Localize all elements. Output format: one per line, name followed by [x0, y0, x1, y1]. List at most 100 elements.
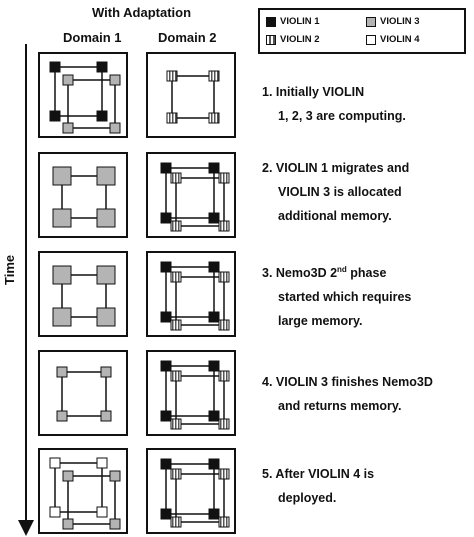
violin-node [218, 418, 230, 430]
violin-node [62, 518, 74, 530]
violin-node [160, 360, 172, 372]
violin-node [170, 220, 182, 232]
violin-node [96, 457, 108, 469]
violin-node [170, 172, 182, 184]
violin-node [170, 516, 182, 528]
violin-node [218, 468, 230, 480]
step-line: large memory. [278, 314, 363, 329]
violin-node [160, 508, 172, 520]
violin-node [100, 410, 112, 422]
violin-node [56, 366, 68, 378]
legend: VIOLIN 1 VIOLIN 3 VIOLIN 2 VIOLIN 4 [258, 8, 466, 54]
violin-node [208, 360, 220, 372]
legend-label: VIOLIN 3 [380, 16, 420, 27]
violin-node [96, 208, 116, 228]
violin-node [109, 74, 121, 86]
violin-node [160, 458, 172, 470]
panel-row1-domain1 [38, 52, 128, 138]
violin-node [62, 74, 74, 86]
step-line: and returns memory. [278, 399, 402, 413]
violin-node [208, 70, 220, 82]
step-line: 3. Nemo3D 2nd phase [262, 265, 387, 281]
violin-striped [170, 271, 230, 331]
legend-label: VIOLIN 4 [380, 34, 420, 45]
step-line: 4. VIOLIN 3 finishes Nemo3D [262, 375, 433, 389]
step-line: 1. Initially VIOLIN [262, 85, 365, 99]
legend-label: VIOLIN 1 [280, 16, 320, 27]
violin-node [96, 61, 108, 73]
legend-item-violin2: VIOLIN 2 [266, 34, 320, 45]
violin-black [160, 458, 220, 520]
violin-node [170, 418, 182, 430]
panel-row4-domain1 [38, 350, 128, 436]
violin-node [208, 261, 220, 273]
violin-node [52, 208, 72, 228]
violin-node [160, 311, 172, 323]
violin-node [52, 307, 72, 327]
violin-gray-large [52, 166, 116, 228]
step-line: 1, 2, 3 are computing. [278, 109, 406, 123]
violin-node [49, 457, 61, 469]
violin-node [218, 516, 230, 528]
step-5: 5. After VIOLIN 4 is deployed. [262, 462, 374, 510]
striped-square-icon [266, 34, 276, 45]
violin-node [52, 265, 72, 285]
violin-node [218, 271, 230, 283]
violin-node [96, 166, 116, 186]
panel-row2-domain1 [38, 152, 128, 238]
violin-node [160, 410, 172, 422]
step-4: 4. VIOLIN 3 finishes Nemo3D and returns … [262, 370, 433, 418]
violin-striped [166, 70, 220, 124]
violin-node [160, 162, 172, 174]
violin-node [208, 112, 220, 124]
violin-node [218, 172, 230, 184]
violin-node [49, 506, 61, 518]
violin-gray [62, 74, 121, 134]
panel-row4-domain2 [146, 350, 236, 436]
violin-black [160, 261, 220, 323]
violin-node [109, 518, 121, 530]
violin-node [62, 470, 74, 482]
time-arrow-icon [18, 44, 34, 536]
violin-node [160, 212, 172, 224]
step-line: VIOLIN 3 is allocated [278, 185, 402, 199]
violin-node [49, 110, 61, 122]
violin-white [49, 457, 108, 518]
violin-node [109, 122, 121, 134]
violin-node [96, 307, 116, 327]
step-line: deployed. [278, 491, 337, 505]
step-3: 3. Nemo3D 2nd phase started which requir… [262, 258, 411, 333]
panel-row2-domain2 [146, 152, 236, 238]
violin-node [52, 166, 72, 186]
header-title: With Adaptation [92, 5, 192, 20]
step-2: 2. VIOLIN 1 migrates and VIOLIN 3 is all… [262, 156, 409, 228]
violin-node [208, 311, 220, 323]
violin-black [160, 162, 220, 224]
violin-node [208, 508, 220, 520]
panel-row5-domain1 [38, 448, 128, 534]
violin-node [208, 212, 220, 224]
step-line: 2. VIOLIN 1 migrates and [262, 161, 410, 175]
violin-node [208, 410, 220, 422]
violin-node [170, 370, 182, 382]
violin-node [218, 370, 230, 382]
legend-label: VIOLIN 2 [280, 34, 320, 45]
step-1: 1. Initially VIOLIN 1, 2, 3 are computin… [262, 80, 406, 128]
violin-black [49, 61, 108, 122]
violin-gray [56, 366, 112, 422]
black-square-icon [266, 16, 276, 27]
violin-gray-large [52, 265, 116, 327]
violin-node [170, 468, 182, 480]
domain1-label: Domain 1 [63, 30, 122, 45]
violin-node [96, 110, 108, 122]
violin-striped [170, 370, 230, 430]
panel-row3-domain2 [146, 251, 236, 337]
legend-item-violin3: VIOLIN 3 [366, 16, 420, 27]
domain2-label: Domain 2 [158, 30, 217, 45]
violin-node [49, 61, 61, 73]
violin-striped [170, 172, 230, 232]
time-axis-label: Time [2, 254, 17, 285]
gray-square-icon [366, 16, 376, 27]
violin-striped [170, 468, 230, 528]
white-square-icon [366, 34, 376, 45]
